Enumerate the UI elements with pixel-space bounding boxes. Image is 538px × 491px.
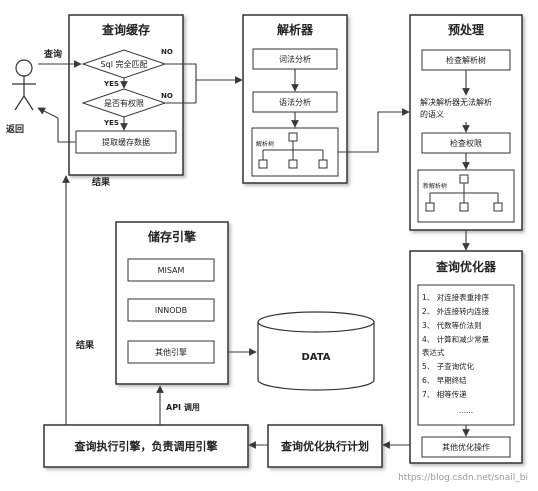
parse-tree-icon bbox=[258, 132, 328, 169]
new-tree-label: 新解析树 bbox=[423, 182, 447, 190]
fetch-cache-text: 提取缓存数据 bbox=[102, 137, 150, 147]
optimizer-item: 表达式 bbox=[422, 347, 445, 357]
plan-text: 查询优化执行计划 bbox=[281, 439, 369, 453]
innodb-text: INNODB bbox=[155, 306, 187, 315]
data-store-icon bbox=[257, 311, 375, 391]
optimizer-item: 4、 计算和减少常量 bbox=[422, 334, 490, 344]
executor-text: 查询执行引擎，负责调用引擎 bbox=[75, 439, 218, 453]
sql-match-text: Sql 完全匹配 bbox=[101, 59, 148, 69]
optimizer-item: 7、 相等传递 bbox=[422, 389, 467, 399]
optimizer-item: 6、 早期终结 bbox=[422, 375, 467, 385]
lexical-text: 词法分析 bbox=[279, 54, 311, 64]
yes-label-1: YES bbox=[103, 80, 119, 88]
check-tree-text: 检查解析树 bbox=[446, 55, 486, 65]
no-label-1: NO bbox=[161, 48, 173, 56]
optimizer-item: 5、 子查询优化 bbox=[422, 361, 475, 371]
parse-tree-label: 解析树 bbox=[256, 140, 274, 148]
preprocessor-title: 预处理 bbox=[448, 22, 484, 37]
other-opt-text: 其他优化操作 bbox=[442, 442, 490, 452]
other-opt-box bbox=[421, 436, 511, 458]
connectors bbox=[37, 60, 470, 449]
permission-text: 是否有权限 bbox=[104, 98, 144, 108]
user-actor bbox=[12, 59, 36, 111]
plan-box bbox=[267, 424, 383, 468]
resolve-text-line2: 的语义 bbox=[420, 109, 444, 119]
executor-box bbox=[43, 424, 249, 468]
resolve-text-line1: 解决解析器无法解析 bbox=[420, 97, 492, 107]
myisam-text: MISAM bbox=[158, 266, 185, 275]
query-label: 查询 bbox=[43, 48, 62, 60]
optimizer-item: ...... bbox=[459, 406, 473, 415]
storage-title: 储存引擎 bbox=[148, 229, 196, 244]
other-engine-box bbox=[127, 340, 215, 364]
no-label-2: NO bbox=[161, 92, 173, 100]
parser-title: 解析器 bbox=[277, 22, 314, 37]
storage-result-label: 结果 bbox=[76, 339, 95, 351]
innodb-box bbox=[127, 298, 215, 322]
optimizer-title: 查询优化器 bbox=[435, 259, 497, 274]
myisam-box bbox=[127, 258, 215, 282]
return-label: 返回 bbox=[6, 123, 24, 135]
query-cache-title: 查询缓存 bbox=[101, 22, 150, 37]
check-perm-text: 检查权限 bbox=[450, 138, 482, 148]
optimizer-item: 1、 对连接表重排序 bbox=[422, 292, 490, 302]
optimizer-item: 2、 外连接转内连接 bbox=[422, 306, 490, 316]
new-tree-icon bbox=[425, 174, 503, 212]
data-label: DATA bbox=[301, 352, 330, 363]
cache-result-label: 结果 bbox=[92, 176, 111, 188]
optimizer-list-box bbox=[417, 284, 515, 426]
api-call-label: API 调用 bbox=[166, 402, 200, 412]
yes-label-2: YES bbox=[103, 119, 119, 127]
syntax-text: 语法分析 bbox=[279, 97, 311, 107]
watermark-text: https://blog.csdn.net/snail_bi bbox=[398, 473, 528, 483]
other-engine-text: 其他引擎 bbox=[155, 347, 187, 357]
optimizer-item: 3、 代数等价法则 bbox=[422, 320, 482, 330]
